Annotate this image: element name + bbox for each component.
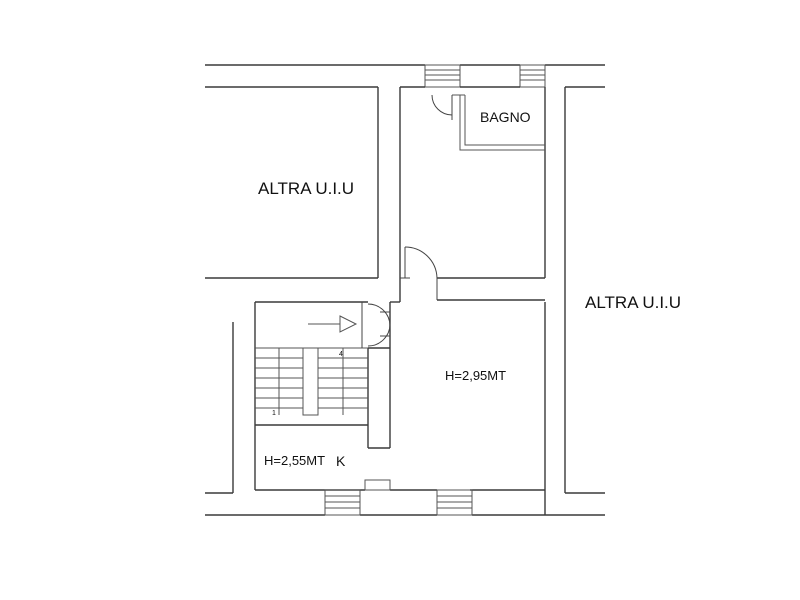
stair-bottom-number: 1 (272, 410, 276, 417)
main-room-height-label: H=2,95MT (445, 368, 506, 383)
inner-door (400, 246, 438, 300)
kitchen-label: K (336, 453, 346, 469)
stair-steps (255, 348, 368, 415)
bathroom-label: BAGNO (480, 109, 531, 125)
bottom-window-left (324, 489, 361, 516)
left-boundary (205, 322, 234, 494)
entrance-door (361, 302, 391, 348)
kitchen-height-label: H=2,55MT (264, 453, 325, 468)
bathroom-walls (452, 94, 545, 151)
left-unit-label: ALTRA U.I.U (258, 179, 354, 198)
stairwell (254, 301, 368, 426)
entrance-arrow-icon (308, 315, 358, 333)
apartment-upper-walls (399, 86, 546, 302)
stair-top-number: 4 (339, 351, 343, 358)
kitchen-walls (254, 425, 545, 491)
bathroom-door (431, 94, 453, 120)
right-unit-walls (544, 87, 605, 515)
top-outer-wall (205, 64, 605, 88)
bottom-window-right (436, 489, 473, 516)
left-unit-walls (205, 87, 379, 279)
top-window-right (519, 64, 546, 88)
right-unit-label: ALTRA U.I.U (585, 293, 681, 312)
top-window-left (424, 64, 461, 88)
